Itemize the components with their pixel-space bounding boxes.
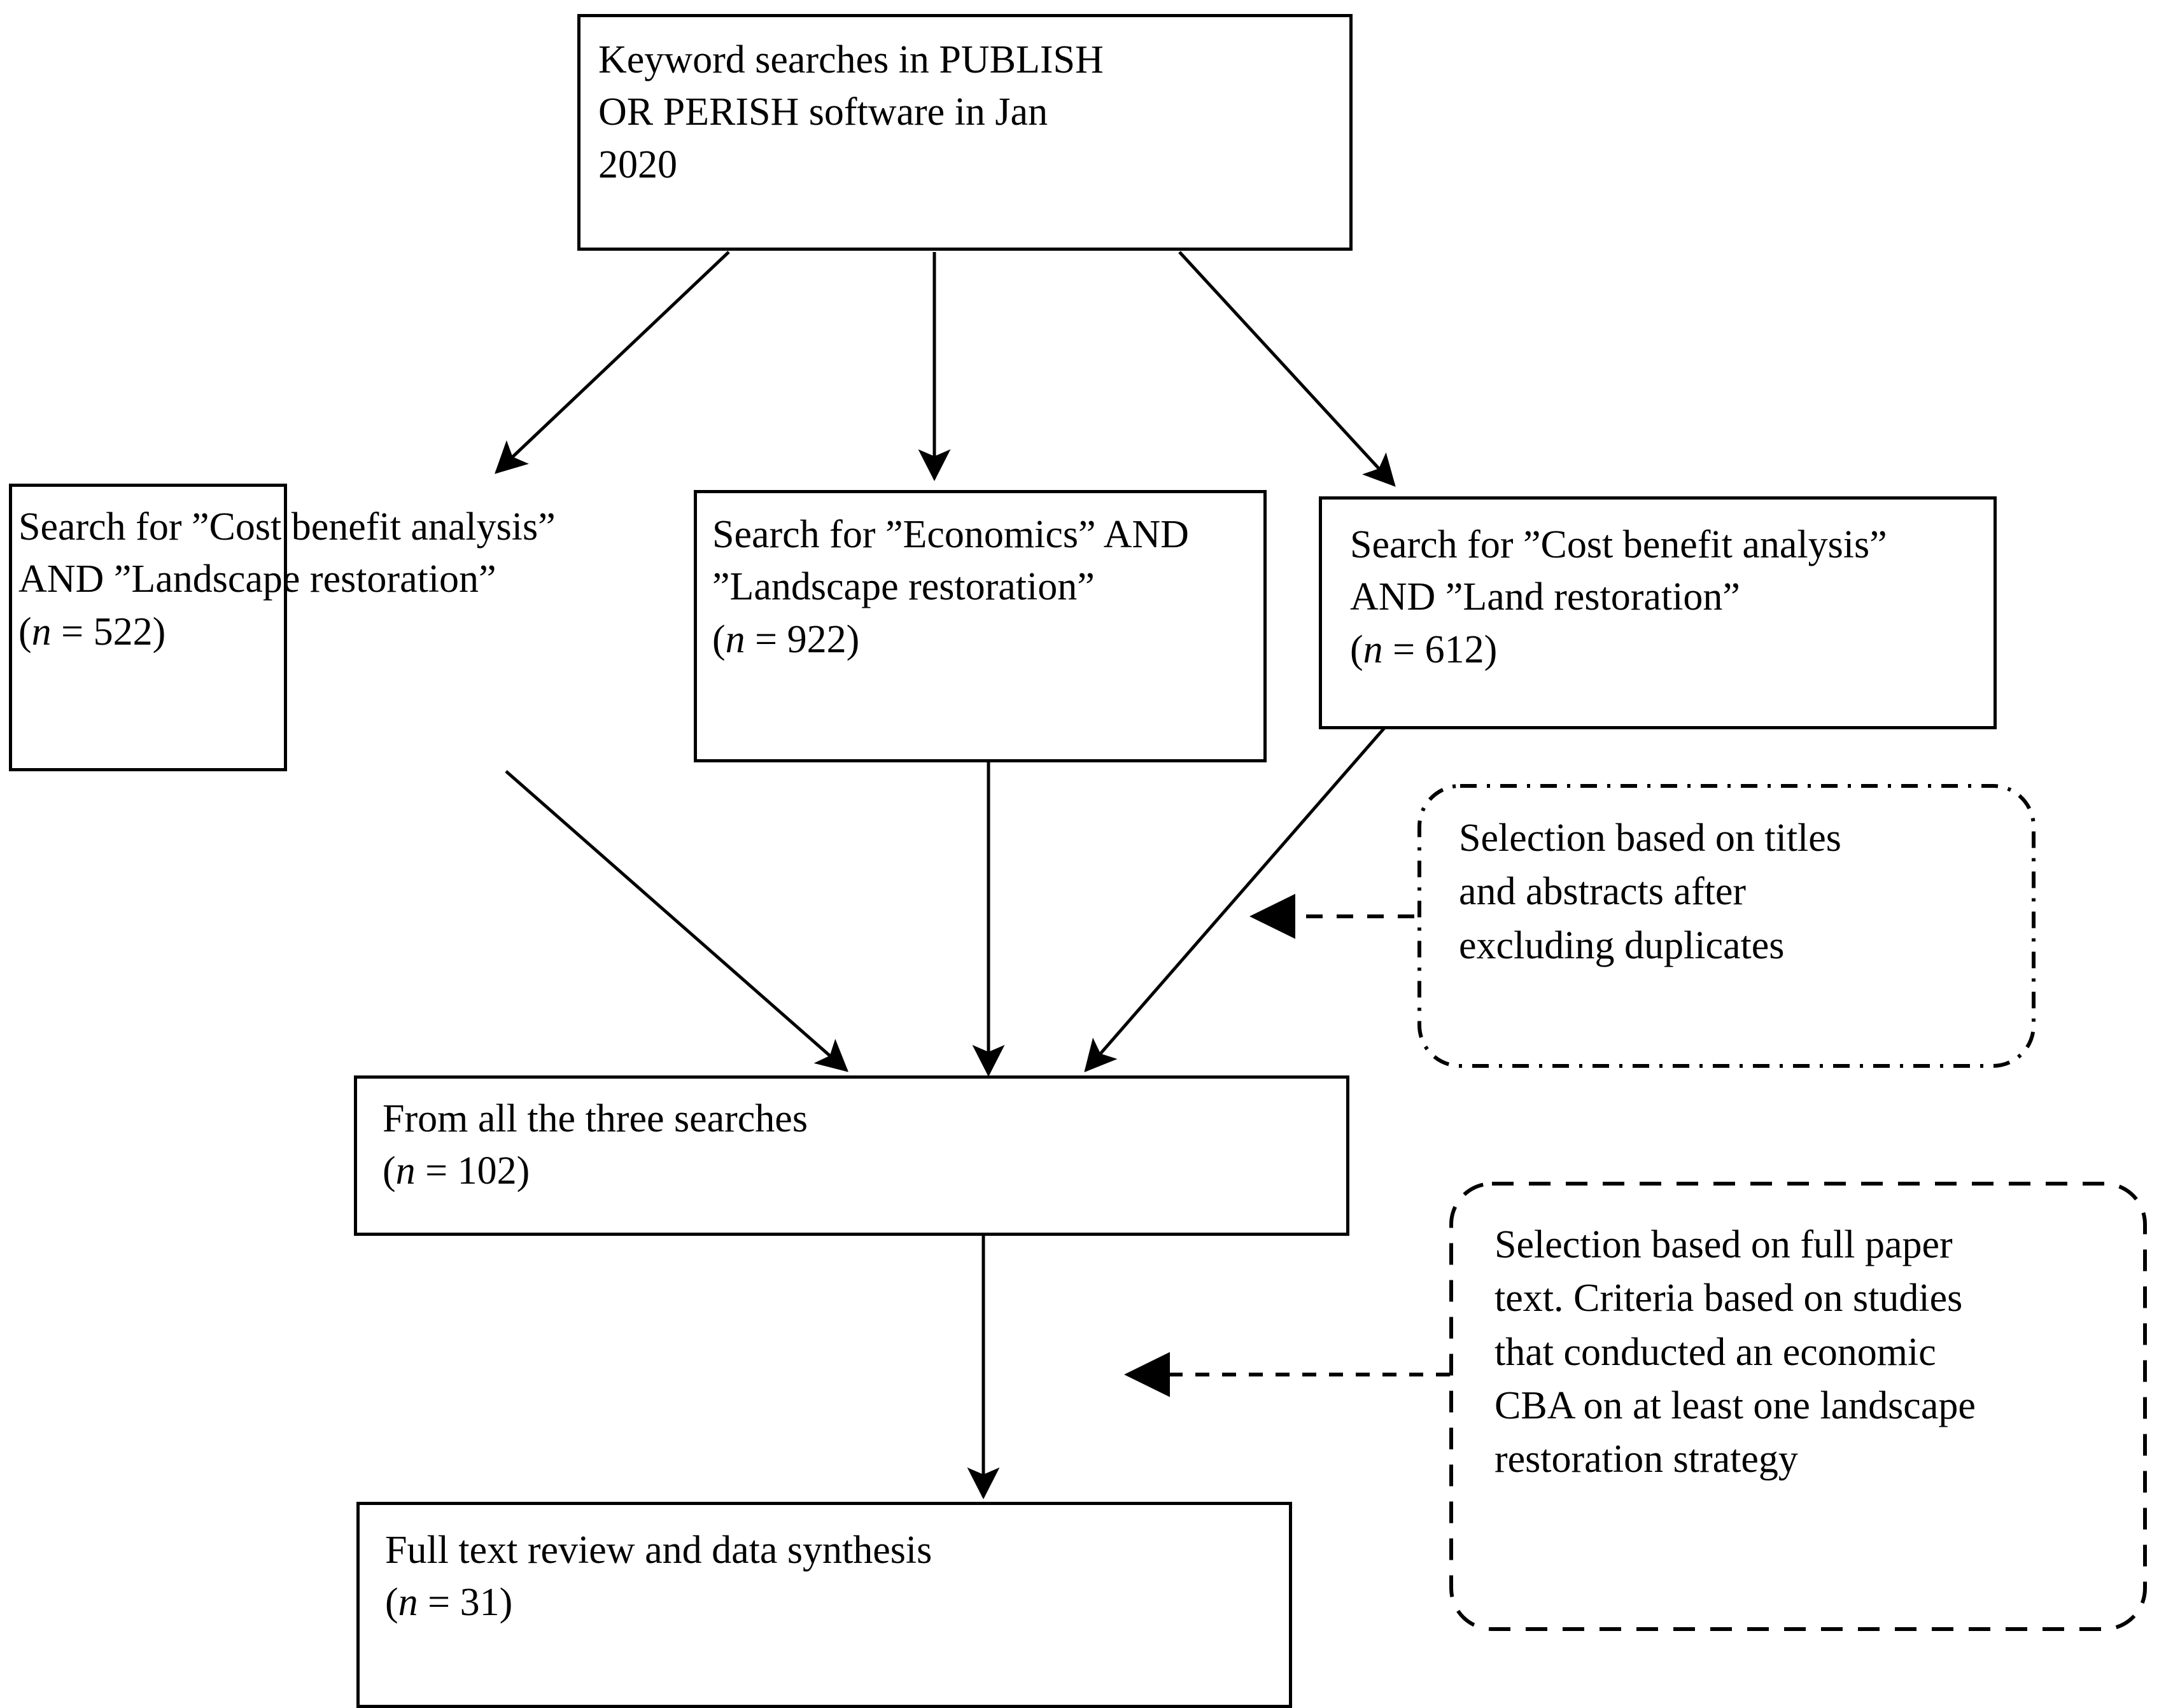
node-search-cba-land-text: Search for ”Cost benefit analysis” AND ”… <box>1350 519 1994 676</box>
callout-line: text. Criteria based on studies <box>1494 1277 1963 1320</box>
node-full-text-review-text: Full text review and data synthesis (n =… <box>385 1524 1289 1629</box>
paren-open: ( <box>385 1581 398 1625</box>
callout-selection-titles-abstracts[interactable]: Selection based on titles and abstracts … <box>1416 783 2036 1068</box>
node-line: 2020 <box>598 143 677 186</box>
node-count: (n = 922) <box>712 613 1263 666</box>
paren-open: ( <box>712 617 726 661</box>
n-symbol: n <box>31 610 52 654</box>
node-keyword-searches[interactable]: Keyword searches in PUBLISH OR PERISH so… <box>577 14 1353 251</box>
node-count: (n = 522) <box>18 606 322 658</box>
node-search-cba-land[interactable]: Search for ”Cost benefit analysis” AND ”… <box>1319 496 1997 729</box>
count-value: 31 <box>460 1581 500 1625</box>
connector-source-to-search1 <box>495 251 730 474</box>
n-symbol: n <box>398 1581 418 1625</box>
paren-close: ) <box>516 1149 530 1193</box>
node-from-all-three-searches[interactable]: From all the three searches (n = 102) <box>354 1075 1349 1236</box>
node-line: AND ”Land restoration” <box>1350 575 1740 619</box>
connector-source-to-search3 <box>1178 251 1396 487</box>
callout-selection-full-text-text: Selection based on full paper text. Crit… <box>1494 1218 2132 1487</box>
node-count: (n = 102) <box>383 1145 1346 1197</box>
node-search-economics-landscape[interactable]: Search for ”Economics” AND ”Landscape re… <box>694 490 1267 762</box>
node-line: Search for ”Cost benefit analysis” <box>1350 523 1887 566</box>
n-symbol: n <box>1363 627 1383 671</box>
callout-line: restoration strategy <box>1494 1438 1798 1481</box>
callout-selection-full-text[interactable]: Selection based on full paper text. Crit… <box>1449 1182 2147 1631</box>
node-search-cba-landscape[interactable]: Search for ”Cost benefit analysis” AND ”… <box>9 484 556 771</box>
node-line: Search for ”Cost benefit analysis” <box>18 505 556 549</box>
callout-selection-titles-abstracts-text: Selection based on titles and abstracts … <box>1459 811 2002 972</box>
node-line: Search for ”Economics” AND <box>712 513 1189 556</box>
paren-close: ) <box>846 617 860 661</box>
paren-open: ( <box>18 610 32 654</box>
paren-open: ( <box>383 1149 396 1193</box>
node-count: (n = 31) <box>385 1576 1289 1628</box>
callout-line: Selection based on full paper <box>1494 1223 1953 1266</box>
node-line: AND ”Landscape restoration” <box>18 557 496 601</box>
callout-line: Selection based on titles <box>1459 816 1841 860</box>
callout-line: excluding duplicates <box>1459 923 1785 967</box>
node-line: From all the three searches <box>383 1097 808 1140</box>
equals: = <box>745 617 787 661</box>
equals: = <box>1382 627 1425 671</box>
callout-line: CBA on at least one landscape <box>1494 1383 1976 1427</box>
node-line: Full text review and data synthesis <box>385 1529 932 1572</box>
count-value: 612 <box>1424 627 1484 671</box>
connector-search3-to-combined <box>1084 727 1386 1073</box>
callout-line: and abstracts after <box>1459 870 1746 914</box>
paren-open: ( <box>1350 627 1363 671</box>
node-from-all-three-searches-text: From all the three searches (n = 102) <box>383 1093 1346 1198</box>
node-search-cba-landscape-text: Search for ”Cost benefit analysis” AND ”… <box>18 501 556 658</box>
node-line: Keyword searches in PUBLISH <box>598 38 1104 81</box>
paren-close: ) <box>499 1581 513 1625</box>
paren-close: ) <box>152 610 166 654</box>
equals: = <box>418 1581 460 1625</box>
paren-close: ) <box>1484 627 1498 671</box>
node-full-text-review[interactable]: Full text review and data synthesis (n =… <box>356 1502 1292 1708</box>
count-value: 922 <box>787 617 847 661</box>
n-symbol: n <box>395 1149 416 1193</box>
n-symbol: n <box>725 617 745 661</box>
equals: = <box>415 1149 458 1193</box>
count-value: 102 <box>457 1149 517 1193</box>
count-value: 522 <box>93 610 153 654</box>
node-search-economics-landscape-text: Search for ”Economics” AND ”Landscape re… <box>712 508 1263 666</box>
callout-line: that conducted an economic <box>1494 1330 1936 1374</box>
node-count: (n = 612) <box>1350 624 1994 676</box>
equals: = <box>51 610 94 654</box>
node-line: ”Landscape restoration” <box>712 565 1095 609</box>
connector-search1-to-combined <box>505 770 849 1072</box>
node-line: OR PERISH software in Jan <box>598 90 1048 134</box>
node-keyword-searches-text: Keyword searches in PUBLISH OR PERISH so… <box>598 34 1368 191</box>
